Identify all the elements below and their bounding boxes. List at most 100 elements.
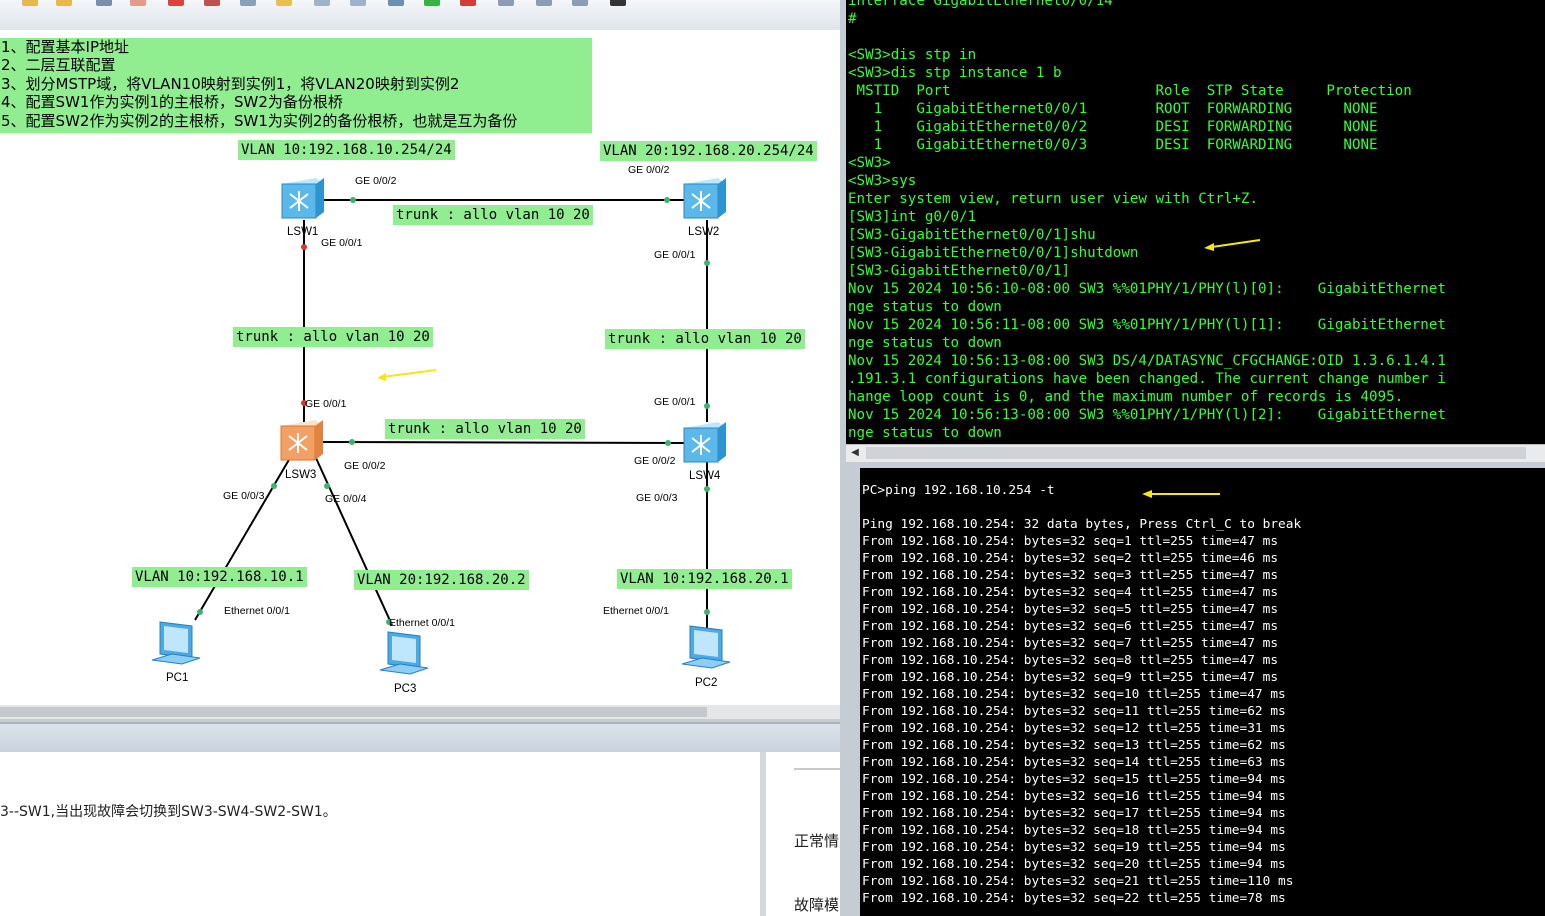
side-text-fault: 故障模 [794, 896, 840, 914]
toolbar [0, 0, 840, 31]
vlan-label-pc3[interactable]: VLAN 20:192.168.20.2 [354, 570, 529, 590]
annotation-arrow-head [1142, 490, 1152, 498]
annotation-arrow [381, 369, 437, 378]
trunk-label-left[interactable]: trunk : allo vlan 10 20 [233, 327, 433, 347]
delete-link-icon[interactable] [204, 0, 220, 6]
eraser-icon[interactable] [130, 0, 146, 6]
port-label: GE 0/0/3 [636, 492, 678, 504]
topology-canvas[interactable]: 1、配置基本IP地址 2、二层互联配置 3、划分MSTP域，将VLAN10映射到… [0, 30, 844, 705]
description-scrollbar[interactable] [760, 752, 766, 916]
port-label: GE 0/0/2 [628, 164, 670, 176]
redo-icon[interactable] [56, 0, 72, 6]
note-line: 2、二层互联配置 [1, 56, 116, 75]
note-line: 1、配置基本IP地址 [1, 38, 130, 56]
sw3-terminal[interactable]: interface GigabitEthernet0/0/14 # <SW3>d… [846, 0, 1545, 444]
side-divider [794, 768, 843, 770]
terminal-annotation [1204, 239, 1261, 251]
link-sw3-pc1 [194, 457, 291, 621]
switch-icon-lsw4[interactable] [683, 422, 726, 463]
canvas-scroll-thumb[interactable] [0, 707, 707, 717]
description-text: 3--SW1,当出现故障会切换到SW3-SW4-SW2-SW1。 [0, 804, 337, 820]
device-name-pc3: PC3 [394, 683, 417, 695]
note-line: 4、配置SW1作为实例1的主根桥，SW2为备份根桥 [1, 93, 343, 112]
port-label: GE 0/0/1 [305, 398, 347, 410]
device-name-lsw2: LSW2 [688, 226, 720, 238]
port-label: GE 0/0/1 [321, 237, 363, 249]
capture-icon[interactable] [498, 0, 514, 6]
topology-links [151, 178, 731, 675]
port-indicator [197, 609, 203, 615]
scroll-left-icon[interactable]: ◀ [851, 447, 859, 458]
note-line: 5、配置SW2作为实例2的主根桥，SW1为实例2的备份根桥，也就是互为备份 [1, 111, 518, 130]
sw3-terminal-scroll-thumb[interactable] [866, 447, 1526, 459]
hand-icon[interactable] [96, 0, 112, 6]
link-sw3-sw4 [321, 441, 689, 444]
text-icon[interactable] [240, 0, 256, 6]
copy-icon[interactable] [536, 0, 552, 6]
terminal-annotation [1142, 490, 1220, 498]
annotation-arrow-head [377, 373, 386, 381]
trunk-label-right[interactable]: trunk : allo vlan 10 20 [605, 329, 805, 349]
pc-terminal-output: PC>ping 192.168.10.254 -t Ping 192.168.1… [862, 483, 1302, 906]
port-indicator [350, 197, 356, 203]
port-label: GE 0/0/3 [223, 490, 265, 502]
fit-icon[interactable] [388, 0, 404, 6]
port-indicator [704, 609, 710, 615]
vlan-label-sw2[interactable]: VLAN 20:192.168.20.254/24 [600, 141, 817, 161]
port-indicator [324, 483, 330, 489]
terminal-icon[interactable] [610, 0, 626, 6]
port-label: Ethernet 0/0/1 [603, 605, 669, 617]
port-indicator [349, 439, 355, 445]
vlan-label-pc1[interactable]: VLAN 10:192.168.10.1 [132, 567, 307, 587]
port-indicator-down [301, 244, 307, 250]
port-label: GE 0/0/2 [344, 460, 386, 472]
zoom-out-icon[interactable] [350, 0, 366, 6]
sw3-terminal-output: interface GigabitEthernet0/0/14 # <SW3>d… [848, 0, 1446, 441]
port-label: GE 0/0/2 [355, 175, 397, 187]
annotation-arrow-head [1204, 243, 1214, 251]
port-label: GE 0/0/4 [325, 493, 367, 505]
switch-icon-lsw2[interactable] [683, 178, 726, 219]
port-label: Ethernet 0/0/1 [224, 605, 290, 617]
vlan-label-sw1[interactable]: VLAN 10:192.168.10.254/24 [238, 140, 455, 160]
trunk-label-top[interactable]: trunk : allo vlan 10 20 [393, 205, 593, 225]
port-indicator [704, 486, 710, 492]
zoom-in-icon[interactable] [314, 0, 330, 6]
device-name-lsw1: LSW1 [287, 226, 319, 238]
pc-terminal-border [846, 468, 860, 916]
port-indicator [664, 197, 670, 203]
device-name-pc2: PC2 [695, 677, 718, 689]
description-panel [0, 752, 760, 916]
config-notes[interactable]: 1、配置基本IP地址 2、二层互联配置 3、划分MSTP域，将VLAN10映射到… [0, 38, 592, 133]
annotation-arrow [1211, 239, 1261, 248]
pc-icon-pc3[interactable] [379, 631, 429, 675]
port-label: Ethernet 0/0/1 [389, 617, 455, 629]
switch-icon-lsw3[interactable] [280, 420, 323, 461]
port-label: GE 0/0/1 [654, 396, 696, 408]
delete-icon[interactable] [168, 0, 184, 6]
port-indicator [665, 440, 671, 446]
port-indicator-down [301, 400, 307, 406]
device-name-lsw4: LSW4 [689, 470, 721, 482]
port-indicator [704, 403, 710, 409]
trunk-label-middle[interactable]: trunk : allo vlan 10 20 [385, 419, 585, 439]
undo-icon[interactable] [22, 0, 38, 6]
port-label: GE 0/0/2 [634, 455, 676, 467]
port-indicator [271, 483, 277, 489]
vlan-label-pc2[interactable]: VLAN 10:192.168.20.1 [617, 569, 792, 589]
description-panel-header[interactable] [0, 722, 843, 752]
start-icon[interactable] [424, 0, 440, 6]
note-line: 3、划分MSTP域，将VLAN10映射到实例1，将VLAN20映射到实例2 [1, 74, 460, 93]
stop-icon[interactable] [460, 0, 476, 6]
pc-icon-pc2[interactable] [681, 625, 731, 669]
palette-icon[interactable] [276, 0, 292, 6]
pc-icon-pc1[interactable] [151, 621, 201, 665]
device-name-pc1: PC1 [166, 672, 189, 684]
port-indicator [704, 260, 710, 266]
pc-terminal[interactable]: PC>ping 192.168.10.254 -t Ping 192.168.1… [860, 468, 1545, 916]
device-name-lsw3: LSW3 [285, 469, 317, 481]
switch-icon-lsw1[interactable] [281, 178, 324, 219]
grid-icon[interactable] [572, 0, 588, 6]
window-splitter[interactable] [840, 0, 848, 916]
side-panel: 正常情 故障模 [766, 752, 843, 916]
